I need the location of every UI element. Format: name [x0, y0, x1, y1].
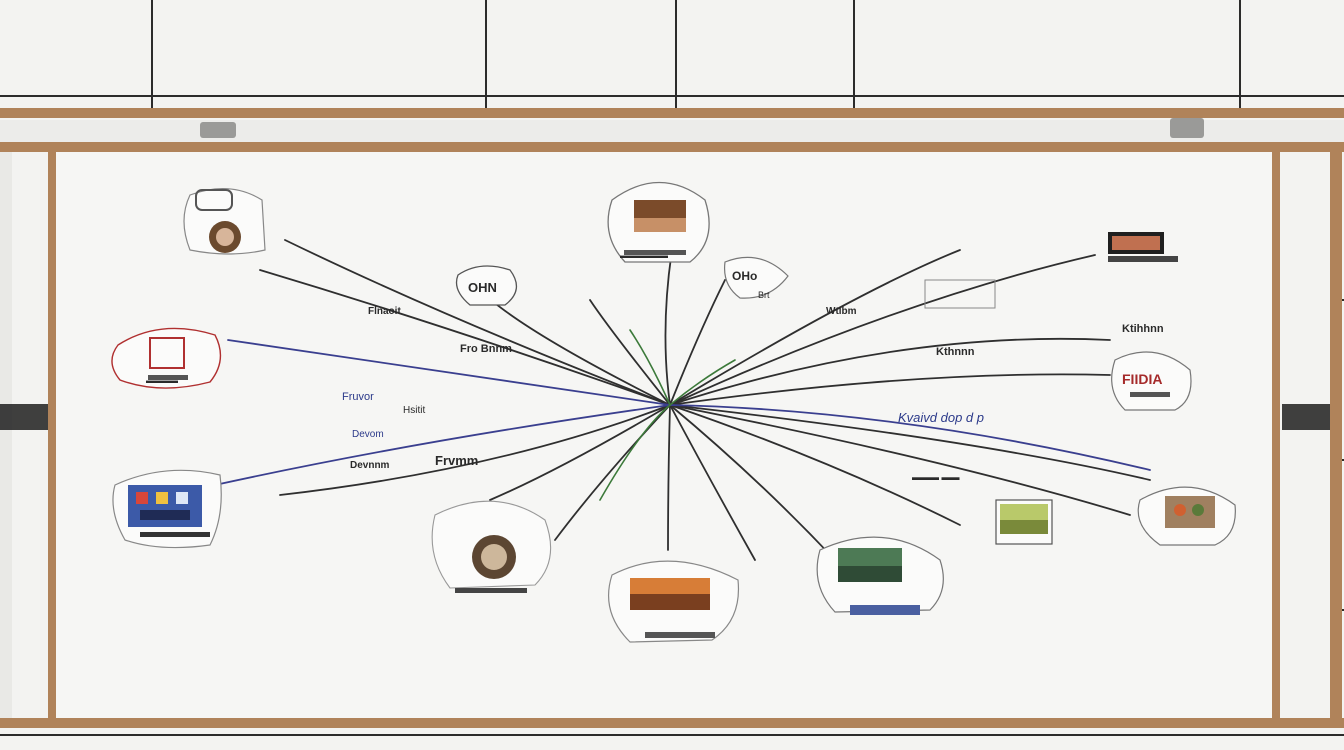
label-kvaivd: Kvaivd dop d p — [898, 410, 984, 425]
node-ohn: OHN — [455, 265, 517, 306]
label-small-center: ▬▬▬▬▬▬ — [620, 251, 668, 260]
mind-map-lines — [214, 239, 1151, 561]
board-frame — [0, 108, 1344, 728]
node-frame-right — [995, 499, 1053, 545]
label-wtlbm: Wtlbm — [826, 306, 857, 317]
node-left-building — [112, 469, 222, 549]
node-fiidia-label: FIIDIA — [1122, 371, 1162, 387]
label-devom: Devom — [352, 429, 384, 440]
node-left-red — [111, 327, 222, 389]
clip-right-icon — [1170, 118, 1204, 138]
label-ktihhnn: Ktihhnn — [1122, 323, 1164, 335]
label-hsitit: Hsitit — [403, 405, 425, 416]
label-kthnnn: Kthnnn — [936, 346, 975, 358]
node-right-fiidia: FIIDIA — [1111, 351, 1192, 411]
label-frvmm: Frvmm — [435, 453, 478, 468]
node-top-left — [183, 187, 266, 255]
label-flnaoit: Flnaoit — [368, 306, 401, 317]
label-fruvor: Fruvor — [342, 391, 374, 403]
node-bottom-center — [608, 560, 740, 643]
node-bottom-right — [816, 536, 944, 615]
node-right-group — [1137, 486, 1236, 546]
label-small-right: ▬▬▬ ▬▬ — [912, 472, 960, 482]
node-right-texts: Ktihhnn Kthnnn Wtlbm — [826, 279, 1164, 358]
label-fro-bnnm: Fro Bnnm — [460, 343, 512, 355]
node-brt-label: Brt — [758, 290, 770, 300]
node-oho: OHo Brt — [723, 256, 789, 300]
clip-left-icon — [200, 122, 236, 138]
node-top-center — [607, 181, 710, 263]
label-small-left: ▬▬▬▬ — [146, 376, 178, 385]
label-devnnm: Devnnm — [350, 460, 390, 471]
node-bottom-left — [431, 500, 552, 593]
node-ohn-label: OHN — [468, 280, 497, 295]
node-oho-label: OHo — [732, 269, 757, 283]
node-right-top — [1108, 232, 1178, 262]
